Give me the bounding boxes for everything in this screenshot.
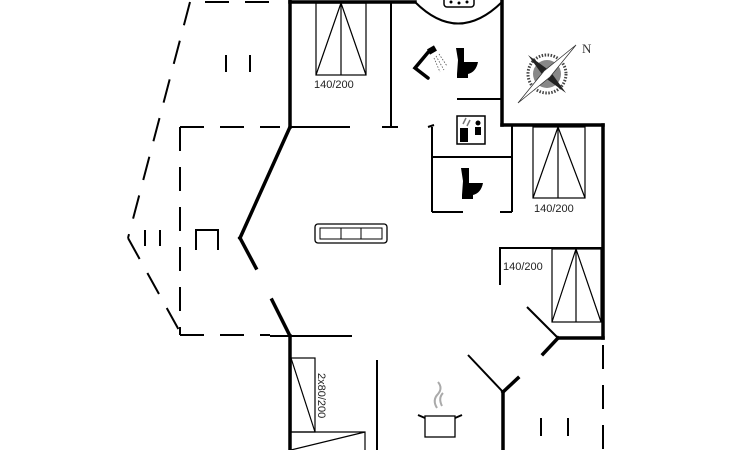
terrace-outline [127, 1, 604, 450]
bed-size-label: 140/200 [503, 261, 543, 273]
sofa-icon [314, 223, 388, 244]
bed-size-label: 140/200 [314, 79, 354, 91]
bed-4: 2x80/200 [290, 357, 366, 450]
compass-north-label: N [582, 41, 592, 56]
bed-3: 140/200 [503, 247, 602, 323]
sauna-icon [456, 115, 486, 145]
bed-1: 140/200 [314, 1, 367, 91]
shower-icon [412, 45, 448, 80]
bed-size-label: 2x80/200 [315, 373, 327, 418]
bed-size-label: 140/200 [534, 203, 574, 215]
jacuzzi-icon [443, 0, 475, 8]
cooking-pot-icon [417, 381, 463, 438]
bed-2: 140/200 [532, 125, 586, 215]
walls [237, 0, 605, 450]
toilet-icon [461, 168, 483, 199]
compass-icon: N [517, 41, 592, 104]
toilet-icon [456, 48, 478, 78]
